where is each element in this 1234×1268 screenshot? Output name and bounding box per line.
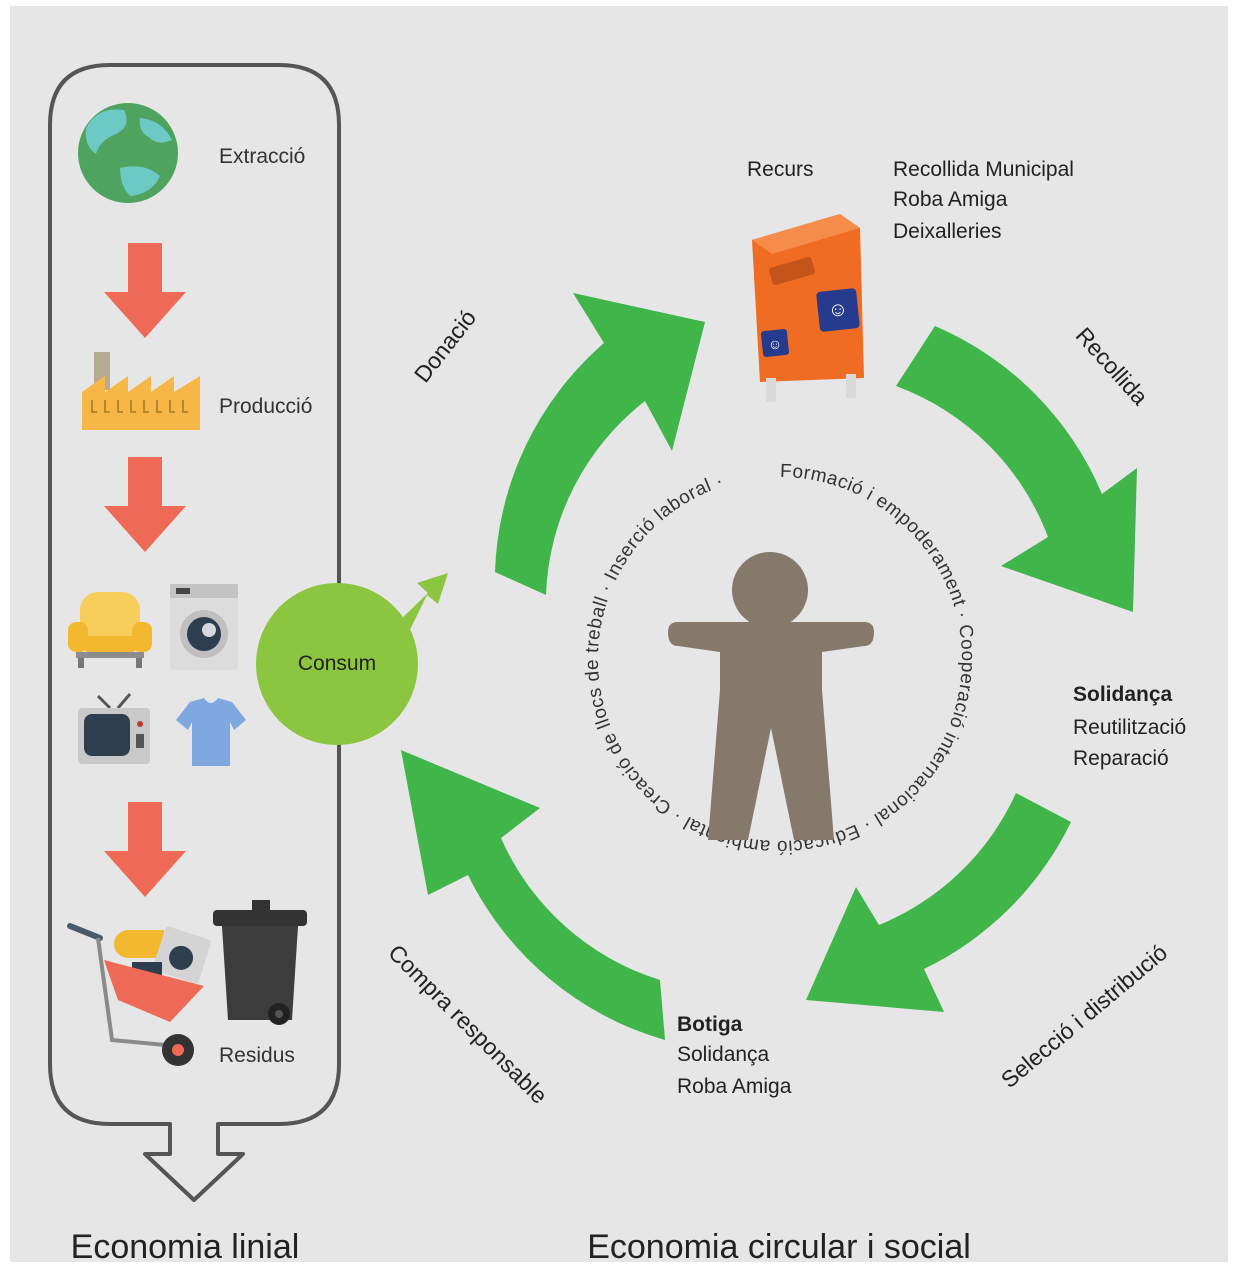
circular-economy-title: Economia circular i social [587, 1228, 971, 1266]
clothing-container-icon: ☺ ☺ [752, 214, 864, 402]
washing-machine-icon [170, 584, 238, 670]
shop-line-roba-amiga: Roba Amiga [677, 1075, 792, 1098]
sorting-line-reuse: Reutilització [1073, 716, 1186, 739]
resource-source-municipal: Recollida Municipal [893, 158, 1074, 181]
shop-line-solidanca: Solidança [677, 1043, 770, 1066]
down-arrow-icon [104, 243, 186, 338]
consumption-label: Consum [298, 652, 376, 675]
linear-economy-frame [48, 63, 341, 1202]
sorting-title: Solidança [1073, 683, 1173, 706]
trash-bin-icon [213, 900, 307, 1025]
globe-icon [78, 103, 178, 203]
extraction-label: Extracció [219, 145, 305, 168]
svg-text:☺: ☺ [768, 336, 782, 352]
wheelbarrow-icon [67, 923, 212, 1066]
linear-economy-title: Economia linial [71, 1228, 300, 1266]
armchair-icon [68, 592, 152, 668]
svg-text:☺: ☺ [828, 299, 848, 321]
sorting-line-repair: Reparació [1073, 747, 1169, 770]
resource-source-roba-amiga: Roba Amiga [893, 188, 1008, 211]
consumption-circle [256, 583, 418, 745]
responsible-purchase-arrow [401, 750, 665, 1040]
shop-title: Botiga [677, 1013, 743, 1036]
television-icon [78, 693, 150, 764]
down-arrow-icon [104, 802, 186, 897]
collection-arrow [896, 326, 1137, 612]
person-icon [668, 552, 874, 840]
down-arrow-icon [104, 457, 186, 552]
waste-label: Residus [219, 1044, 295, 1067]
donation-arrow [495, 293, 705, 595]
factory-icon [82, 352, 200, 430]
resource-label: Recurs [747, 158, 814, 181]
selection-distribution-arrow [806, 793, 1071, 1012]
consumption-arrow-icon [394, 573, 448, 638]
resource-source-deixalleries: Deixalleries [893, 220, 1002, 243]
production-label: Producció [219, 395, 312, 418]
t-shirt-icon [176, 698, 246, 766]
